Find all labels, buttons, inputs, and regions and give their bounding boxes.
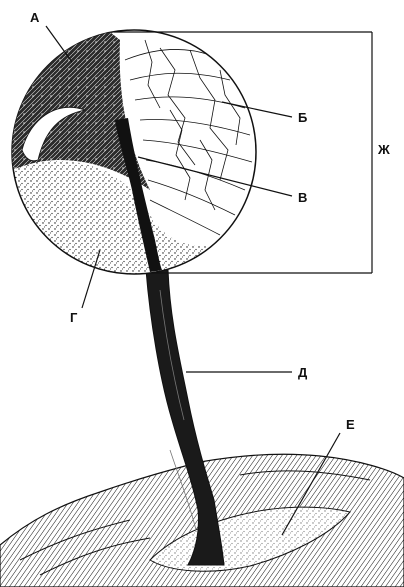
label-a: А bbox=[30, 11, 39, 24]
label-g: Г bbox=[70, 311, 77, 324]
label-b: Б bbox=[298, 111, 307, 124]
label-v: В bbox=[298, 191, 307, 204]
label-e: Е bbox=[346, 418, 355, 431]
label-zh: Ж bbox=[378, 143, 390, 156]
sporangium-head bbox=[12, 30, 256, 275]
label-d: Д bbox=[298, 366, 307, 379]
